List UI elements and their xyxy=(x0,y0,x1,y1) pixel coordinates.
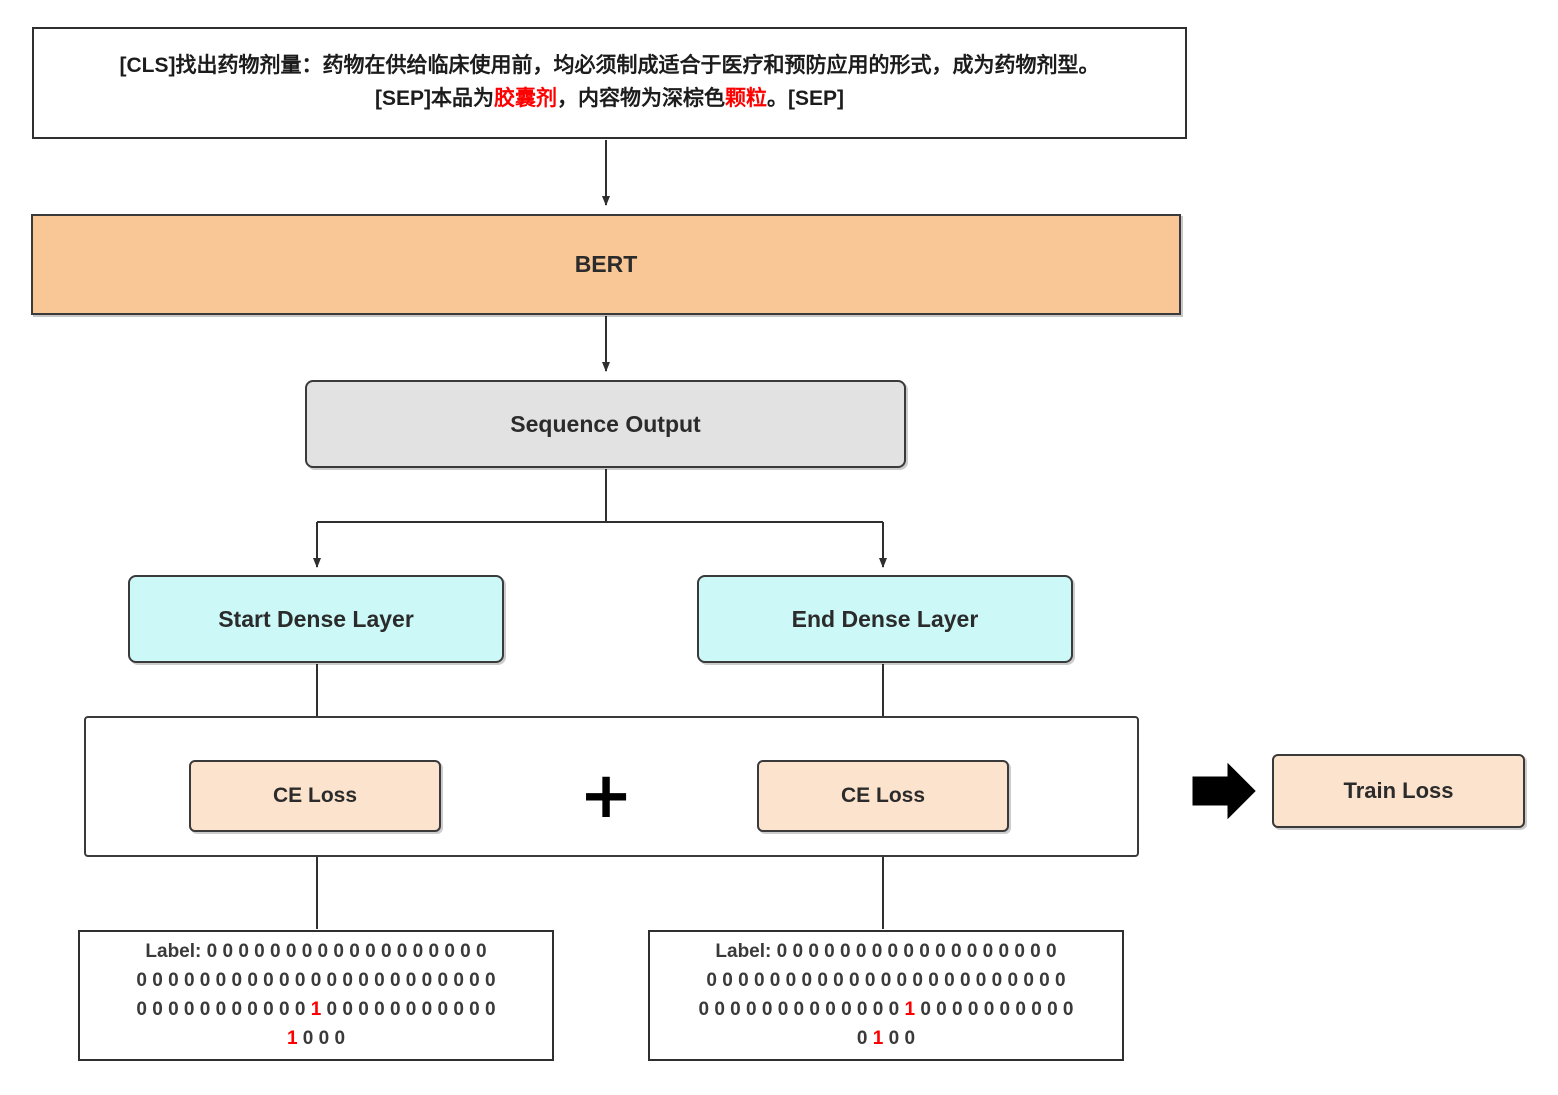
input-line-1-text: [CLS]找出药物剂量：药物在供给临床使用前，均必须制成适合于医疗和预防应用的形… xyxy=(119,54,1100,78)
input-line-2-prefix: [SEP]本品为 xyxy=(374,87,494,110)
ce-loss-end-node: CE Loss xyxy=(757,760,1009,832)
start-dense-layer-node: Start Dense Layer xyxy=(128,575,504,663)
end-label-prefix: Label: xyxy=(715,941,772,962)
end-label-row-1-zeros: 0 0 0 0 0 0 0 0 0 0 0 0 0 0 0 0 0 0 xyxy=(776,941,1057,962)
start-label-row-3-before: 0 0 0 0 0 0 0 0 0 0 0 xyxy=(136,998,311,1020)
sequence-output-label: Sequence Output xyxy=(510,410,701,437)
start-label-row-1-zeros: 0 0 0 0 0 0 0 0 0 0 0 0 0 0 0 0 0 0 xyxy=(206,941,487,962)
end-label-row-3-after: 0 0 0 0 0 0 0 0 0 0 xyxy=(915,998,1074,1020)
start-label-row-4-after: 0 0 0 xyxy=(297,1027,346,1049)
input-line-2-suffix: 。[SEP] xyxy=(767,87,845,110)
ce-loss-end-label: CE Loss xyxy=(840,784,926,807)
end-dense-layer-node: End Dense Layer xyxy=(697,575,1073,663)
end-label-row-4-after: 0 0 xyxy=(883,1027,916,1049)
ce-loss-start-node: CE Loss xyxy=(189,760,441,832)
end-label-row-4: 0 1 0 0 xyxy=(660,1025,1112,1054)
ce-loss-start-label: CE Loss xyxy=(272,784,358,807)
start-label-row-4: 1 0 0 0 xyxy=(90,1025,542,1054)
start-label-row-3-one: 1 xyxy=(310,998,322,1020)
sequence-output-node: Sequence Output xyxy=(305,380,906,468)
start-dense-layer-label: Start Dense Layer xyxy=(218,605,414,632)
start-label-row-2: 0 0 0 0 0 0 0 0 0 0 0 0 0 0 0 0 0 0 0 0 … xyxy=(90,967,542,996)
start-label-row-1: Label: 0 0 0 0 0 0 0 0 0 0 0 0 0 0 0 0 0… xyxy=(90,938,542,967)
end-label-row-3-before: 0 0 0 0 0 0 0 0 0 0 0 0 0 xyxy=(698,998,905,1020)
input-sentence-box: [CLS]找出药物剂量：药物在供给临床使用前，均必须制成适合于医疗和预防应用的形… xyxy=(32,27,1187,139)
input-line-2: [SEP]本品为胶囊剂，内容物为深棕色颗粒。[SEP] xyxy=(56,83,1163,116)
input-answer-end-span: 颗粒 xyxy=(725,87,767,110)
start-label-row-4-one: 1 xyxy=(286,1027,298,1049)
edge-sequence-split xyxy=(313,469,887,568)
start-label-row-2-zeros: 0 0 0 0 0 0 0 0 0 0 0 0 0 0 0 0 0 0 0 0 … xyxy=(136,969,496,991)
start-label-row-3-after: 0 0 0 0 0 0 0 0 0 0 0 xyxy=(321,998,496,1020)
end-label-row-2-zeros: 0 0 0 0 0 0 0 0 0 0 0 0 0 0 0 0 0 0 0 0 … xyxy=(706,969,1066,991)
start-label-vector-box: Label: 0 0 0 0 0 0 0 0 0 0 0 0 0 0 0 0 0… xyxy=(78,930,554,1061)
end-dense-layer-label: End Dense Layer xyxy=(791,605,979,632)
bert-label: BERT xyxy=(574,251,638,277)
end-label-row-3: 0 0 0 0 0 0 0 0 0 0 0 0 0 1 0 0 0 0 0 0 … xyxy=(660,996,1112,1025)
block-arrow-to-train-loss xyxy=(1192,762,1256,820)
train-loss-node: Train Loss xyxy=(1272,754,1525,828)
end-label-row-2: 0 0 0 0 0 0 0 0 0 0 0 0 0 0 0 0 0 0 0 0 … xyxy=(660,967,1112,996)
plus-operator-glyph: + xyxy=(579,759,633,833)
input-line-1: [CLS]找出药物剂量：药物在供给临床使用前，均必须制成适合于医疗和预防应用的形… xyxy=(56,50,1163,83)
start-label-row-3: 0 0 0 0 0 0 0 0 0 0 0 1 0 0 0 0 0 0 0 0 … xyxy=(90,996,542,1025)
input-answer-start-span: 胶囊剂 xyxy=(494,87,557,110)
end-label-row-4-before: 0 xyxy=(856,1027,873,1049)
end-label-vector-box: Label: 0 0 0 0 0 0 0 0 0 0 0 0 0 0 0 0 0… xyxy=(648,930,1124,1061)
train-loss-label: Train Loss xyxy=(1343,778,1454,803)
plus-operator-icon: + xyxy=(578,759,634,833)
input-line-2-middle: ，内容物为深棕色 xyxy=(557,87,725,110)
bert-node: BERT xyxy=(31,214,1181,315)
end-label-row-3-one: 1 xyxy=(904,998,916,1020)
end-label-row-4-one: 1 xyxy=(872,1027,884,1049)
end-label-row-1: Label: 0 0 0 0 0 0 0 0 0 0 0 0 0 0 0 0 0… xyxy=(660,938,1112,967)
start-label-prefix: Label: xyxy=(145,941,202,962)
